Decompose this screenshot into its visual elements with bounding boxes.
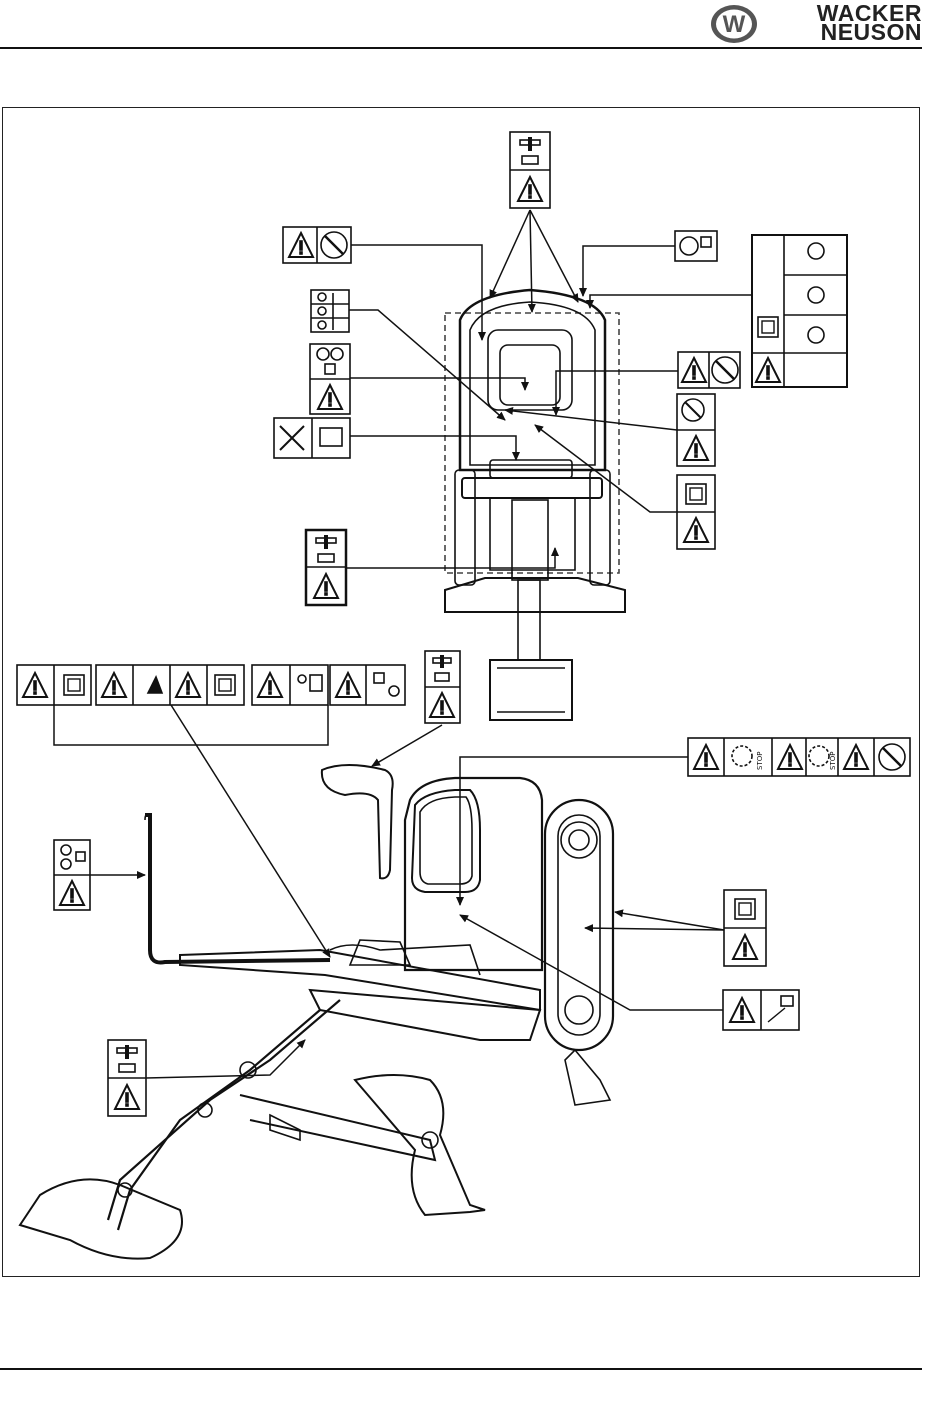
- stop-text-1: STOP: [756, 752, 764, 770]
- decals: STOP STOP: [17, 132, 910, 1116]
- decal-lift-point-boom: [108, 1040, 146, 1116]
- decal-fall-hazard: [678, 352, 740, 388]
- side-view-machine: [20, 765, 613, 1259]
- top-view-machine: [445, 290, 625, 720]
- decal-control-pattern: [311, 290, 349, 332]
- decal-handrail: [54, 840, 90, 910]
- decal-row-1: [17, 665, 91, 705]
- decal-row-4: [330, 665, 405, 705]
- decal-read-manual-right: [677, 475, 715, 549]
- decal-top-center: [510, 132, 550, 208]
- decal-row-3: [252, 665, 328, 705]
- decal-row-2: [96, 665, 244, 705]
- decal-horn: [675, 231, 717, 261]
- decal-no-step: [677, 394, 715, 466]
- decal-stop-strip: STOP STOP: [688, 738, 910, 776]
- decal-engine-warning: [310, 344, 350, 414]
- decal-control-chart: [752, 235, 847, 387]
- stop-text-2: STOP: [829, 752, 837, 770]
- decal-crush-hazard: [283, 227, 351, 263]
- decal-operator-hazard: [274, 418, 350, 458]
- decal-pinch-point: [723, 990, 799, 1030]
- decal-track: [724, 890, 766, 966]
- decal-lift-point-mid: [425, 651, 460, 723]
- footer-rule: [0, 1368, 922, 1370]
- decal-lift-point-left: [306, 530, 346, 605]
